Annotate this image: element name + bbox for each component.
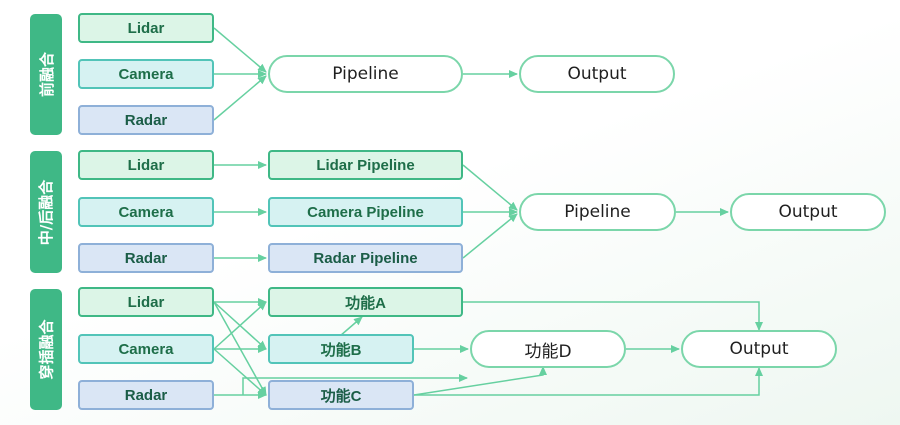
lidar-box: Lidar [78, 13, 214, 43]
lidar-box: Lidar [78, 150, 214, 180]
section-label-early-text: 前融合 [37, 51, 56, 98]
function-b-box: 功能B [268, 334, 414, 364]
lidar-box: Lidar [78, 287, 214, 317]
lidar-pipeline-box: Lidar Pipeline [268, 150, 463, 180]
function-c-box: 功能C [268, 380, 414, 410]
section-label-early-fusion: 前融合 [30, 14, 62, 135]
pipeline-node: Pipeline [519, 193, 676, 231]
radar-box: Radar [78, 380, 214, 410]
output-node: Output [681, 330, 837, 368]
section-label-cross-fusion: 穿插融合 [30, 289, 62, 410]
output-node: Output [519, 55, 675, 93]
function-a-box: 功能A [268, 287, 463, 317]
section-label-late-text: 中/后融合 [37, 179, 56, 245]
section-label-cross-text: 穿插融合 [37, 319, 56, 380]
camera-box: Camera [78, 59, 214, 89]
radar-box: Radar [78, 105, 214, 135]
function-d-node: 功能D [470, 330, 626, 368]
radar-box: Radar [78, 243, 214, 273]
section-label-late-fusion: 中/后融合 [30, 151, 62, 273]
radar-pipeline-box: Radar Pipeline [268, 243, 463, 273]
camera-box: Camera [78, 197, 214, 227]
output-node: Output [730, 193, 886, 231]
pipeline-node: Pipeline [268, 55, 463, 93]
camera-box: Camera [78, 334, 214, 364]
camera-pipeline-box: Camera Pipeline [268, 197, 463, 227]
